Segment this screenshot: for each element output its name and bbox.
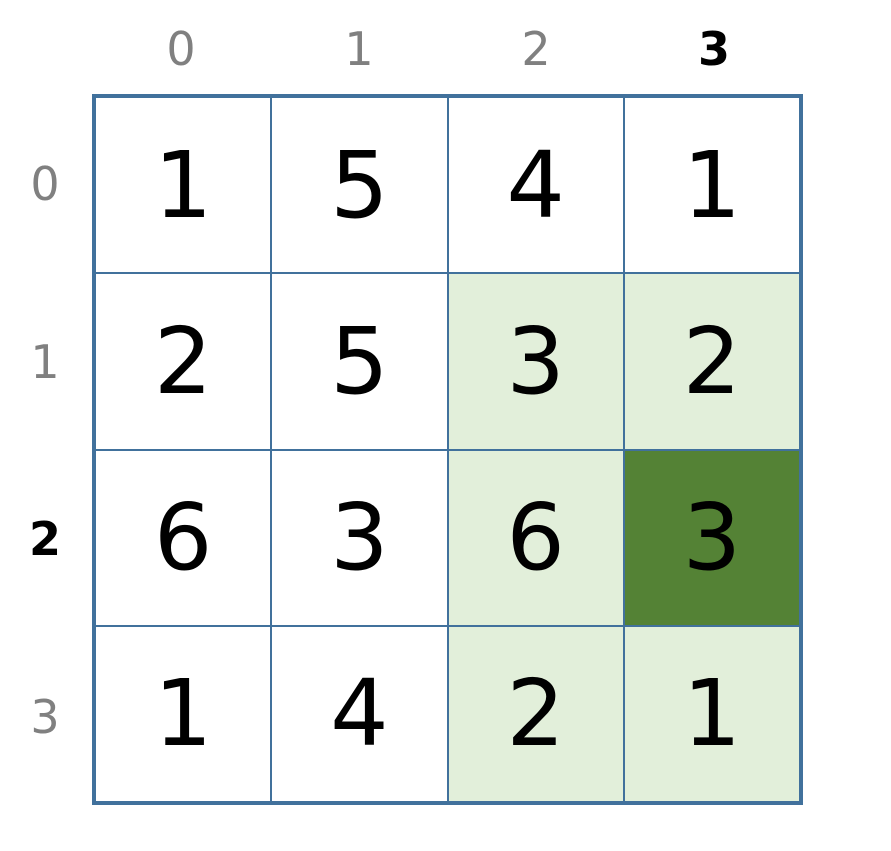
row-label-1: 1 <box>30 335 60 389</box>
cell-0-3: 1 <box>623 97 800 274</box>
cell-0-2: 4 <box>447 97 624 274</box>
matrix-grid: 1 5 4 1 2 5 3 2 6 3 6 3 1 4 2 1 <box>92 94 803 805</box>
row-label-3: 3 <box>30 690 60 744</box>
cell-1-2: 3 <box>447 273 624 450</box>
column-label-2: 2 <box>521 22 551 76</box>
cell-1-1: 5 <box>271 273 448 450</box>
column-label-1: 1 <box>344 22 374 76</box>
cell-2-2: 6 <box>447 449 624 626</box>
column-label-0: 0 <box>166 22 196 76</box>
cell-3-3: 1 <box>623 625 800 802</box>
cell-3-1: 4 <box>271 625 448 802</box>
cell-3-0: 1 <box>95 625 272 802</box>
cell-2-0: 6 <box>95 449 272 626</box>
cell-2-3-highlighted: 3 <box>623 449 800 626</box>
cell-0-1: 5 <box>271 97 448 274</box>
cell-1-0: 2 <box>95 273 272 450</box>
cell-1-3: 2 <box>623 273 800 450</box>
cell-0-0: 1 <box>95 97 272 274</box>
column-label-3: 3 <box>697 22 730 76</box>
row-label-0: 0 <box>30 157 60 211</box>
cell-2-1: 3 <box>271 449 448 626</box>
cell-3-2: 2 <box>447 625 624 802</box>
row-label-2: 2 <box>28 512 61 566</box>
